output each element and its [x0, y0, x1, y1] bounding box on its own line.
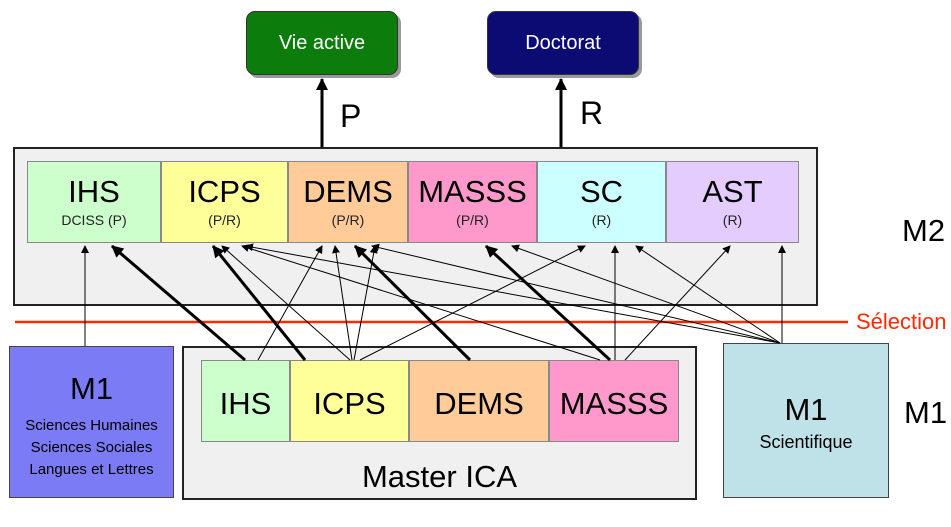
arrow-masss-masss	[484, 244, 612, 362]
arrow-dems-dems	[353, 244, 472, 362]
path-p-label: P	[340, 98, 362, 134]
arrow-icps-m2ihs	[221, 245, 351, 361]
doctorat-label: Doctorat	[525, 31, 601, 54]
arrow-ihs-ihs	[111, 244, 246, 362]
selection-label: Sélection	[856, 309, 947, 334]
m1-masss-name: MASSS	[559, 386, 669, 421]
arrow-sci-dems	[371, 243, 781, 344]
arrow-icps-icps	[211, 245, 307, 361]
master-ica-title: Master ICA	[361, 459, 518, 494]
m2-dems-name: DEMS	[303, 174, 393, 209]
m2-ast-name: AST	[702, 174, 763, 209]
m1-dems: DEMS	[409, 360, 549, 442]
arrow-masss-ast	[624, 245, 731, 361]
m1-level-label: M1	[904, 395, 948, 430]
arrow-sci-masss	[511, 244, 781, 344]
m2-masss: MASSS (P/R)	[408, 161, 537, 243]
m2-sc-name: SC	[579, 174, 624, 209]
path-r-label: R	[580, 95, 604, 131]
m1-scientific-box: M1 Scientifique	[723, 343, 889, 498]
m1-ihs-name: IHS	[219, 386, 272, 421]
m1-scientific-title: M1	[784, 392, 828, 427]
doctorat-box: Doctorat	[487, 11, 639, 75]
m2-icps: ICPS (P/R)	[161, 161, 288, 243]
m2-masss-name: MASSS	[418, 174, 527, 209]
m2-level-label: M2	[902, 213, 946, 248]
arrow-sci-icps	[245, 243, 781, 344]
m1-icps: ICPS	[290, 360, 409, 442]
m2-sc: SC (R)	[537, 161, 666, 243]
m1-humanities-title: M1	[69, 371, 114, 406]
m2-ihs: IHS DCISS (P)	[27, 161, 161, 243]
m1-ihs: IHS	[201, 360, 290, 442]
m2-icps-sub: (P/R)	[208, 212, 241, 228]
arrow-masss-icps	[241, 244, 601, 361]
m2-masss-sub: (P/R)	[456, 212, 489, 228]
arrow-sci-sc	[635, 245, 781, 344]
m2-ast: AST (R)	[666, 161, 799, 243]
m1-humanities-line-3: Langues et Lettres	[29, 461, 154, 478]
m1-humanities-line-2: Sciences Sociales	[30, 439, 153, 456]
m1-scientific-sub: Scientifique	[759, 432, 853, 452]
m2-icps-name: ICPS	[188, 174, 261, 209]
m1-icps-name: ICPS	[313, 386, 386, 421]
vie-active-box: Vie active	[246, 11, 398, 75]
m1-humanities-line-1: Sciences Humaines	[25, 417, 158, 434]
m2-ihs-sub: DCISS (P)	[61, 212, 127, 228]
arrow-icps-dems	[332, 245, 353, 361]
m2-ast-sub: (R)	[722, 212, 743, 228]
m2-dems: DEMS (P/R)	[288, 161, 408, 243]
m2-dems-sub: (P/R)	[331, 212, 365, 228]
m1-dems-name: DEMS	[434, 386, 524, 421]
m1-humanities-box: M1 Sciences Humaines Sciences Sociales L…	[9, 346, 174, 498]
m1-masss: MASSS	[549, 360, 679, 442]
m2-ihs-name: IHS	[68, 174, 120, 209]
m2-sc-sub: (R)	[591, 212, 612, 228]
arrow-icps-masss	[353, 245, 378, 361]
vie-active-label: Vie active	[278, 31, 366, 54]
arrow-ihs-dems	[257, 245, 323, 361]
arrow-icps-sc	[359, 245, 586, 361]
